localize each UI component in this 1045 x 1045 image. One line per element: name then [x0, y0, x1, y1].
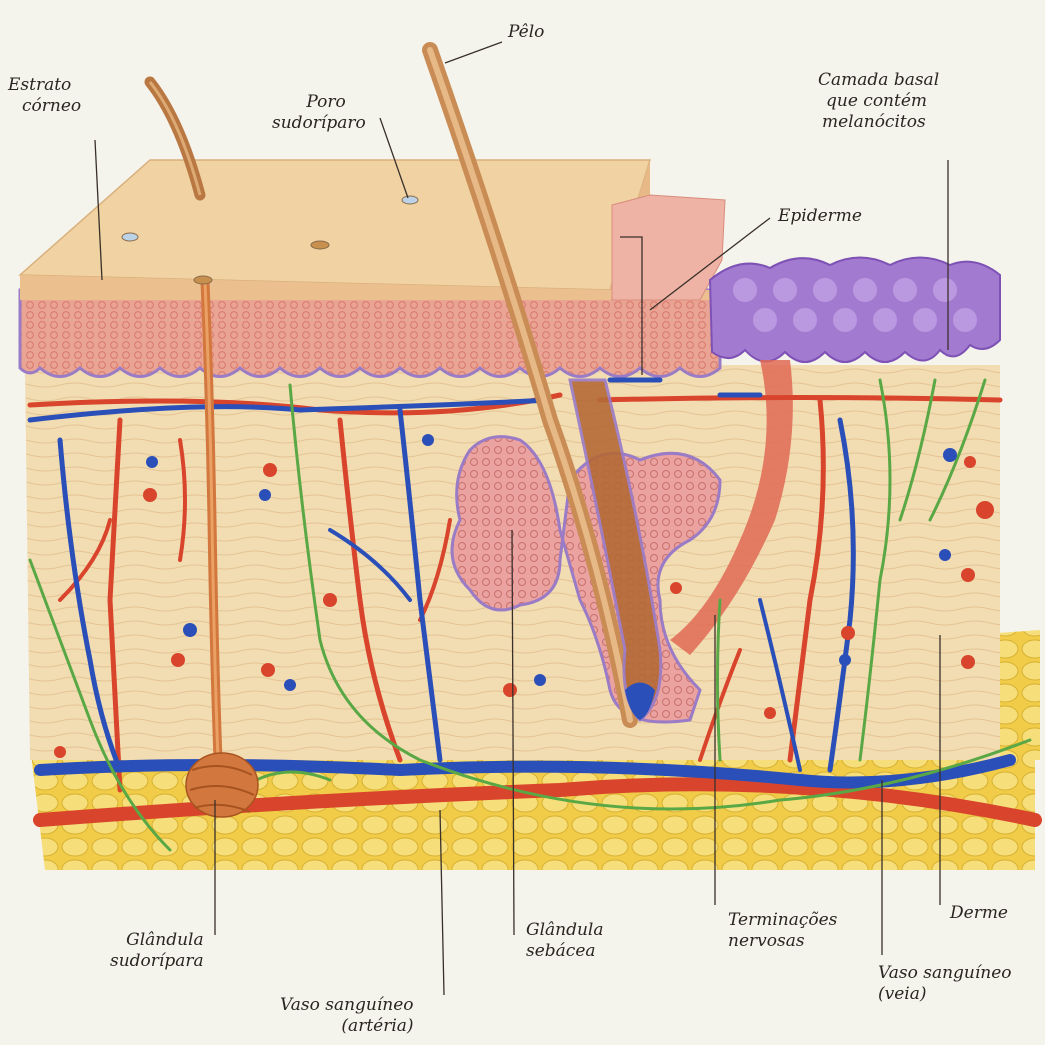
label-epiderme: Epiderme [778, 206, 862, 227]
melanocyte-basal-layer [710, 258, 1000, 363]
label-pelo: Pêlo [508, 22, 544, 43]
label-vaso-veia: Vaso sanguíneo (veia) [878, 963, 1012, 1005]
label-glandula-sudoripara: Glândula sudorípara [110, 930, 204, 972]
stratum-corneum-top [20, 160, 650, 290]
label-poro-sudoriparo: Poro sudoríparo [272, 92, 366, 134]
label-derme: Derme [950, 903, 1008, 924]
epidermis-layer [20, 290, 720, 377]
label-terminacoes-nervosas: Terminações nervosas [728, 910, 837, 952]
label-glandula-sebacea: Glândula sebácea [526, 920, 604, 962]
leader-pelo [445, 42, 502, 63]
epidermis-cut-block [612, 195, 725, 300]
label-estrato-corneo: Estrato córneo [8, 75, 81, 117]
label-camada-basal: Camada basal que contém melanócitos [818, 70, 939, 133]
label-vaso-arteria: Vaso sanguíneo (artéria) [280, 995, 414, 1037]
